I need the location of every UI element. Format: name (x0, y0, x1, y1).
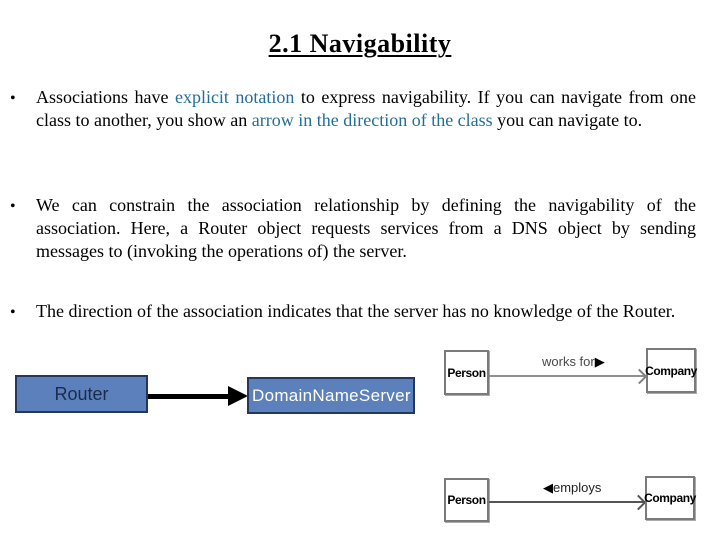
person-class-box: Person (444, 350, 489, 395)
company-label: Company (644, 491, 696, 505)
navigability-arrow-shaft (148, 394, 230, 399)
association-label: works for▶ (542, 354, 605, 370)
text-segment: The direction of the association indicat… (36, 301, 676, 321)
company-class-box: Company (644, 476, 696, 520)
association-label-text: works for (542, 354, 595, 369)
direction-left-icon: ◀ (543, 480, 553, 495)
association-line (489, 501, 645, 503)
uml-example-employs: Person ◀employs Company (437, 470, 715, 532)
person-label: Person (447, 493, 486, 507)
bullet-item-1: • Associations have explicit notation to… (10, 86, 705, 132)
association-label: ◀employs (543, 480, 601, 496)
text-segment: Associations have (36, 87, 175, 107)
text-segment: to express navigability. If you can navi… (36, 87, 696, 130)
uml-example-works-for: Person works for▶ Company (437, 344, 715, 406)
direction-right-icon: ▶ (594, 354, 605, 369)
bullet-marker: • (10, 304, 16, 321)
person-label: Person (447, 365, 486, 380)
emphasized-text: explicit notation (174, 87, 295, 107)
company-label: Company (645, 363, 697, 378)
association-line (489, 375, 646, 377)
server-label: DomainNameServer (252, 385, 411, 405)
bullet-item-3: • The direction of the association indic… (10, 300, 705, 324)
emphasized-text: arrow in the direction of the class (251, 110, 493, 130)
text-segment: We can constrain the association relatio… (36, 195, 696, 261)
router-label: Router (54, 383, 109, 404)
person-class-box: Person (444, 478, 489, 522)
text-segment: you can navigate to. (492, 110, 643, 130)
association-label-text: employs (553, 480, 602, 495)
bullet-text-1: Associations have explicit notation to e… (36, 86, 696, 132)
server-class-box: DomainNameServer (247, 377, 415, 414)
page-title-text: 2.1 Navigability (268, 29, 452, 59)
bullet-text-2: We can constrain the association relatio… (36, 194, 696, 263)
bullet-marker: • (10, 90, 16, 107)
bullet-text-3: The direction of the association indicat… (36, 300, 696, 323)
router-class-box: Router (15, 375, 148, 413)
company-class-box: Company (645, 348, 697, 393)
page-title: 2.1 Navigability (0, 29, 720, 59)
navigability-arrow-icon (228, 386, 248, 406)
bullet-item-2: • We can constrain the association relat… (10, 194, 705, 263)
bullet-marker: • (10, 198, 16, 215)
